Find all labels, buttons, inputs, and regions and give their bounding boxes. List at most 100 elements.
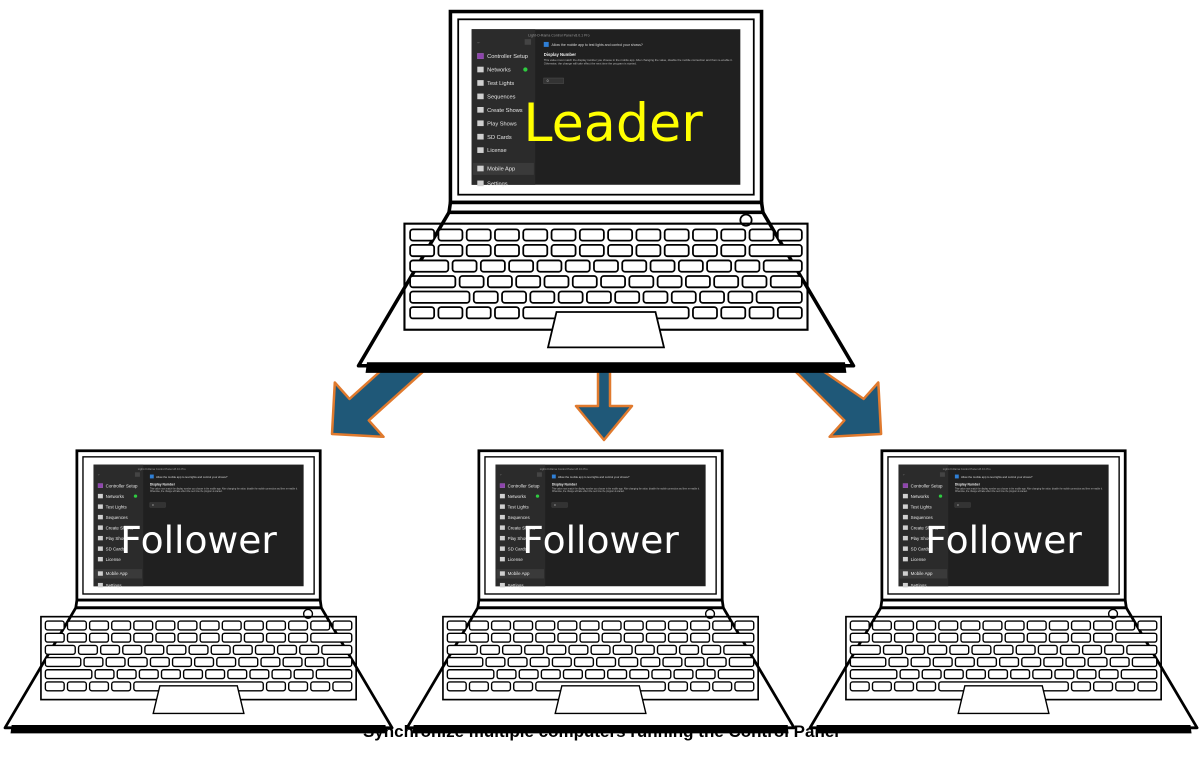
allow-mobile-label: Allow the mobile app to test lights and … (961, 475, 1033, 479)
titlebar-text: Light-O-Rama Control Panel v8.0.1 Pro (138, 467, 186, 471)
svg-text:←: ← (477, 39, 481, 44)
menu-sequences: Sequences (487, 95, 515, 101)
gear-icon (902, 582, 908, 588)
menu-controller-setup: Controller Setup (487, 54, 528, 60)
display-number-help: This value must match the display number… (551, 487, 700, 493)
key-icon (477, 147, 484, 153)
follower-laptop-2: Light-O-Rama Control Panel v8.0.1 Pro ← … (405, 449, 796, 734)
sd-card-icon (97, 546, 103, 551)
svg-text:←: ← (902, 473, 905, 477)
settings-label: Settings (911, 583, 928, 588)
menu-license: License (911, 557, 927, 562)
display-number-heading: Display Number (955, 483, 981, 487)
menu-sd-cards: SD Cards (106, 546, 126, 551)
menu-test-lights: Test Lights (508, 504, 530, 509)
sequences-icon (97, 514, 103, 520)
display-number-heading: Display Number (552, 483, 578, 487)
test-lights-icon (477, 80, 484, 86)
mobile-icon (477, 165, 484, 172)
display-number-heading: Display Number (544, 52, 577, 57)
network-status-dot (938, 494, 943, 498)
menu-sd-cards: SD Cards (487, 135, 512, 141)
menu-license: License (487, 148, 506, 154)
menu-controller-setup: Controller Setup (911, 483, 943, 488)
follower-label-3: Follower (925, 518, 1082, 562)
network-icon (499, 493, 505, 499)
gear-icon (477, 180, 484, 187)
follower-label-2: Follower (522, 518, 679, 562)
svg-text:←: ← (499, 473, 502, 477)
play-icon (477, 120, 484, 127)
follower-laptop-1: Light-O-Rama Control Panel v8.0.1 Pro ← … (3, 449, 394, 734)
play-icon (97, 535, 103, 541)
menu-play-shows: Play Shows (508, 536, 532, 541)
titlebar-text: Light-O-Rama Control Panel v8.0.1 Pro (540, 467, 588, 471)
menu-create-shows: Create Shows (106, 525, 134, 530)
menu-test-lights: Test Lights (487, 81, 514, 87)
test-lights-icon (97, 504, 103, 509)
allow-mobile-label: Allow the mobile app to test lights and … (156, 475, 228, 479)
sidebar-selected-bg (94, 569, 143, 579)
network-icon (902, 493, 908, 499)
sd-card-icon (499, 546, 505, 551)
create-shows-icon (499, 525, 505, 530)
diagram-caption: Synchronize multiple computers running t… (362, 722, 840, 741)
menu-play-shows: Play Shows (487, 121, 517, 127)
network-status-dot (535, 494, 540, 498)
allow-mobile-label: Allow the mobile app to test lights and … (552, 43, 643, 47)
checkbox-checked (149, 474, 154, 479)
leader-laptop: Light-O-Rama Control Panel v8.0.1 Pro ← … (356, 9, 856, 373)
mobile-icon (902, 571, 908, 576)
stepper-value: 0 (152, 503, 154, 507)
sequences-icon (902, 514, 908, 520)
menu-create-shows: Create Shows (508, 525, 536, 530)
checkbox-checked (543, 41, 549, 47)
allow-mobile-label: Allow the mobile app to test lights and … (558, 475, 630, 479)
display-number-stepper (954, 502, 971, 508)
menu-mobile-app: Mobile App (106, 571, 128, 576)
svg-text:←: ← (97, 473, 100, 477)
gear-icon (499, 582, 505, 588)
gear-icon (97, 582, 103, 588)
display-number-stepper (551, 502, 568, 508)
display-number-stepper (543, 77, 564, 84)
test-lights-icon (902, 504, 908, 509)
menu-controller-setup: Controller Setup (508, 483, 540, 488)
sidebar-selected-bg (899, 569, 948, 579)
leader-label: Leader (523, 93, 703, 154)
checkbox-checked (551, 474, 556, 479)
menu-sequences: Sequences (106, 515, 129, 520)
sequences-icon (499, 514, 505, 520)
settings-label: Settings (508, 583, 525, 588)
display-number-help: This value must match the display number… (149, 487, 298, 493)
menu-mobile-app: Mobile App (911, 571, 933, 576)
sidebar-selected-bg (496, 569, 545, 579)
menu-create-shows: Create Shows (911, 525, 939, 530)
menu-create-shows: Create Shows (487, 108, 523, 114)
stepper-value: 0 (554, 503, 556, 507)
key-icon (902, 556, 908, 562)
menu-mobile-app: Mobile App (487, 167, 515, 173)
follower-laptop-3: Light-O-Rama Control Panel v8.0.1 Pro ← … (808, 449, 1199, 734)
menu-sd-cards: SD Cards (911, 546, 931, 551)
create-shows-icon (97, 525, 103, 530)
create-shows-icon (902, 525, 908, 530)
test-lights-icon (499, 504, 505, 509)
menu-networks: Networks (911, 494, 930, 499)
sd-card-icon (902, 546, 908, 551)
menu-mobile-app: Mobile App (508, 571, 530, 576)
titlebar-text: Light-O-Rama Control Panel v8.0.1 Pro (528, 33, 589, 37)
menu-networks: Networks (508, 494, 527, 499)
menu-test-lights: Test Lights (106, 504, 128, 509)
network-icon (97, 493, 103, 499)
menu-license: License (508, 557, 524, 562)
network-status-dot (133, 494, 138, 498)
display-number-help: This value must match the display number… (543, 58, 733, 66)
sidebar-selected-bg (473, 162, 534, 175)
display-number-heading: Display Number (150, 483, 176, 487)
menu-sequences: Sequences (508, 515, 531, 520)
sd-card-icon (477, 133, 484, 140)
display-number-stepper (149, 502, 166, 508)
display-number-help: This value must match the display number… (954, 487, 1103, 493)
titlebar-text: Light-O-Rama Control Panel v8.0.1 Pro (943, 467, 991, 471)
